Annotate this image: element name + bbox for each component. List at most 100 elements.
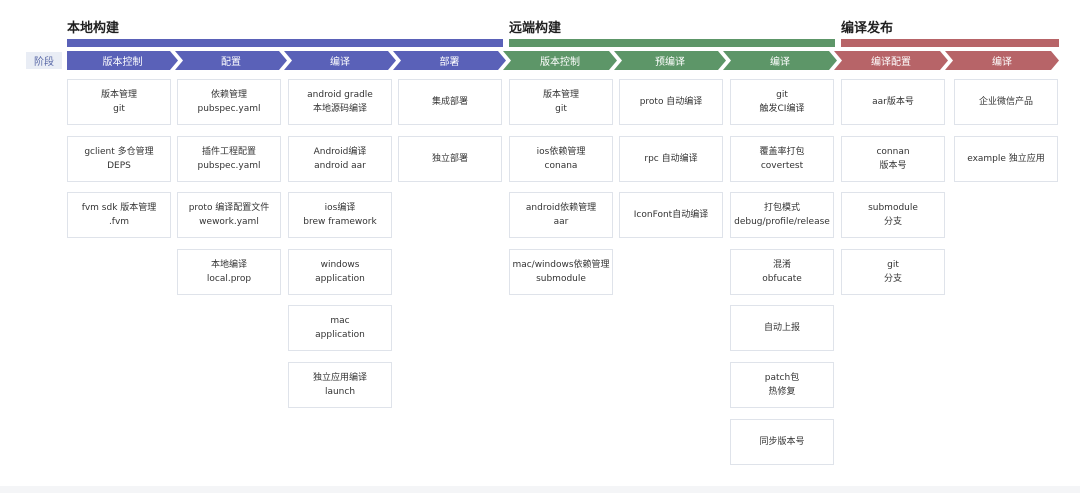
card-line-2: pubspec.yaml [197,104,261,114]
stage-release-compile: 编译 [945,51,1059,70]
card-line-2: 触发CI编译 [759,104,805,114]
pipeline-card: 版本管理 git [509,79,613,125]
pipeline-card: example 独立应用 [954,136,1058,182]
pipeline-card: 混淆 obfucate [730,249,834,295]
pipeline-card: git 触发CI编译 [730,79,834,125]
card-line-2: git [555,104,567,114]
card-line-1: rpc 自动编译 [644,154,698,164]
pipeline-card: proto 自动编译 [619,79,723,125]
pipeline-card: 覆盖率打包 covertest [730,136,834,182]
card-line-1: gclient 多仓管理 [84,147,154,157]
card-line-1: proto 编译配置文件 [188,203,270,213]
card-line-1: ios依赖管理 [536,147,586,157]
card-line-2: pubspec.yaml [197,161,261,171]
group-bar-remote-build [509,39,835,47]
card-line-2: submodule [536,274,586,284]
card-line-1: 混淆 [772,260,791,270]
card-line-1: 自动上报 [763,323,800,333]
pipeline-card: mac application [288,305,392,351]
card-line-1: 同步版本号 [759,437,805,447]
card-line-1: mac/windows依赖管理 [512,260,610,270]
group-bar-compile-release [841,39,1059,47]
pipeline-card: mac/windows依赖管理 submodule [509,249,613,295]
group-title-local-build: 本地构建 [67,21,120,36]
card-line-2: git [113,104,125,114]
card-line-2: conana [544,161,578,171]
pipeline-card: rpc 自动编译 [619,136,723,182]
card-line-1: 版本管理 [542,90,579,100]
pipeline-card: gclient 多仓管理 DEPS [67,136,171,182]
card-line-1: ios编译 [324,203,356,213]
card-line-2: local.prop [206,274,252,284]
pipeline-card: 本地编译 local.prop [177,249,281,295]
card-line-1: patch包 [764,373,800,383]
stage-local-deploy: 部署 [393,51,506,70]
stage-release-compile-config: 编译配置 [834,51,948,70]
card-line-1: 插件工程配置 [201,147,256,157]
card-line-1: Android编译 [313,147,367,157]
pipeline-card: 企业微信产品 [954,79,1058,125]
stage-local-version-control: 版本控制 [67,51,178,70]
card-line-2: .fvm [108,217,130,227]
pipeline-card: 版本管理 git [67,79,171,125]
card-line-1: git [887,260,899,270]
card-line-1: 覆盖率打包 [759,147,805,157]
stage-remote-compile: 编译 [723,51,837,70]
card-line-1: IconFont自动编译 [633,210,709,220]
card-line-1: 版本管理 [100,90,137,100]
pipeline-card: android gradle 本地源码编译 [288,79,392,125]
card-line-2: DEPS [107,161,131,171]
pipeline-card: patch包热修复 [730,362,834,408]
card-line-2: application [315,330,365,340]
card-line-2: launch [324,387,356,397]
bottom-strip [0,486,1080,493]
card-line-2: application [315,274,365,284]
card-line-2: covertest [760,161,804,171]
card-line-1: android依赖管理 [525,203,597,213]
group-title-remote-build: 远端构建 [509,21,562,36]
card-line-2: android aar [314,161,366,171]
pipeline-card: 集成部署 [398,79,502,125]
stage-local-config: 配置 [175,51,287,70]
card-line-2: 本地源码编译 [312,104,367,114]
card-line-1: 独立部署 [431,154,468,164]
card-line-1: 依赖管理 [210,90,247,100]
pipeline-card: aar版本号 [841,79,945,125]
stage-remote-version-control: 版本控制 [503,51,617,70]
pipeline-card: IconFont自动编译 [619,192,723,238]
pipeline-card: 独立应用编译 launch [288,362,392,408]
pipeline-card: ios依赖管理 conana [509,136,613,182]
pipeline-card: fvm sdk 版本管理 .fvm [67,192,171,238]
card-line-1: submodule [868,203,918,213]
stage-remote-precompile: 预编译 [614,51,726,70]
card-line-1: proto 自动编译 [639,97,703,107]
card-line-1: aar版本号 [872,97,914,107]
card-line-1: 独立应用编译 [312,373,367,383]
group-bar-local-build [67,39,503,47]
pipeline-card: 独立部署 [398,136,502,182]
stage-row-label: 阶段 [26,52,62,69]
card-line-1: 企业微信产品 [978,97,1033,107]
pipeline-card: 依赖管理 pubspec.yaml [177,79,281,125]
card-line-1: git [776,90,788,100]
card-line-1: mac [330,316,350,326]
group-title-compile-release: 编译发布 [841,21,894,36]
card-line-1: 集成部署 [431,97,468,107]
stage-local-compile: 编译 [284,51,396,70]
pipeline-card: Android编译 android aar [288,136,392,182]
card-line-1: example 独立应用 [967,154,1045,164]
card-line-2: obfucate [762,274,802,284]
card-line-1: 本地编译 [210,260,247,270]
card-line-1: windows [320,260,360,270]
card-line-1: android gradle [307,90,373,100]
card-line-1: 打包模式 [763,203,800,213]
card-line-1: fvm sdk 版本管理 [81,203,157,213]
pipeline-card: 插件工程配置 pubspec.yaml [177,136,281,182]
